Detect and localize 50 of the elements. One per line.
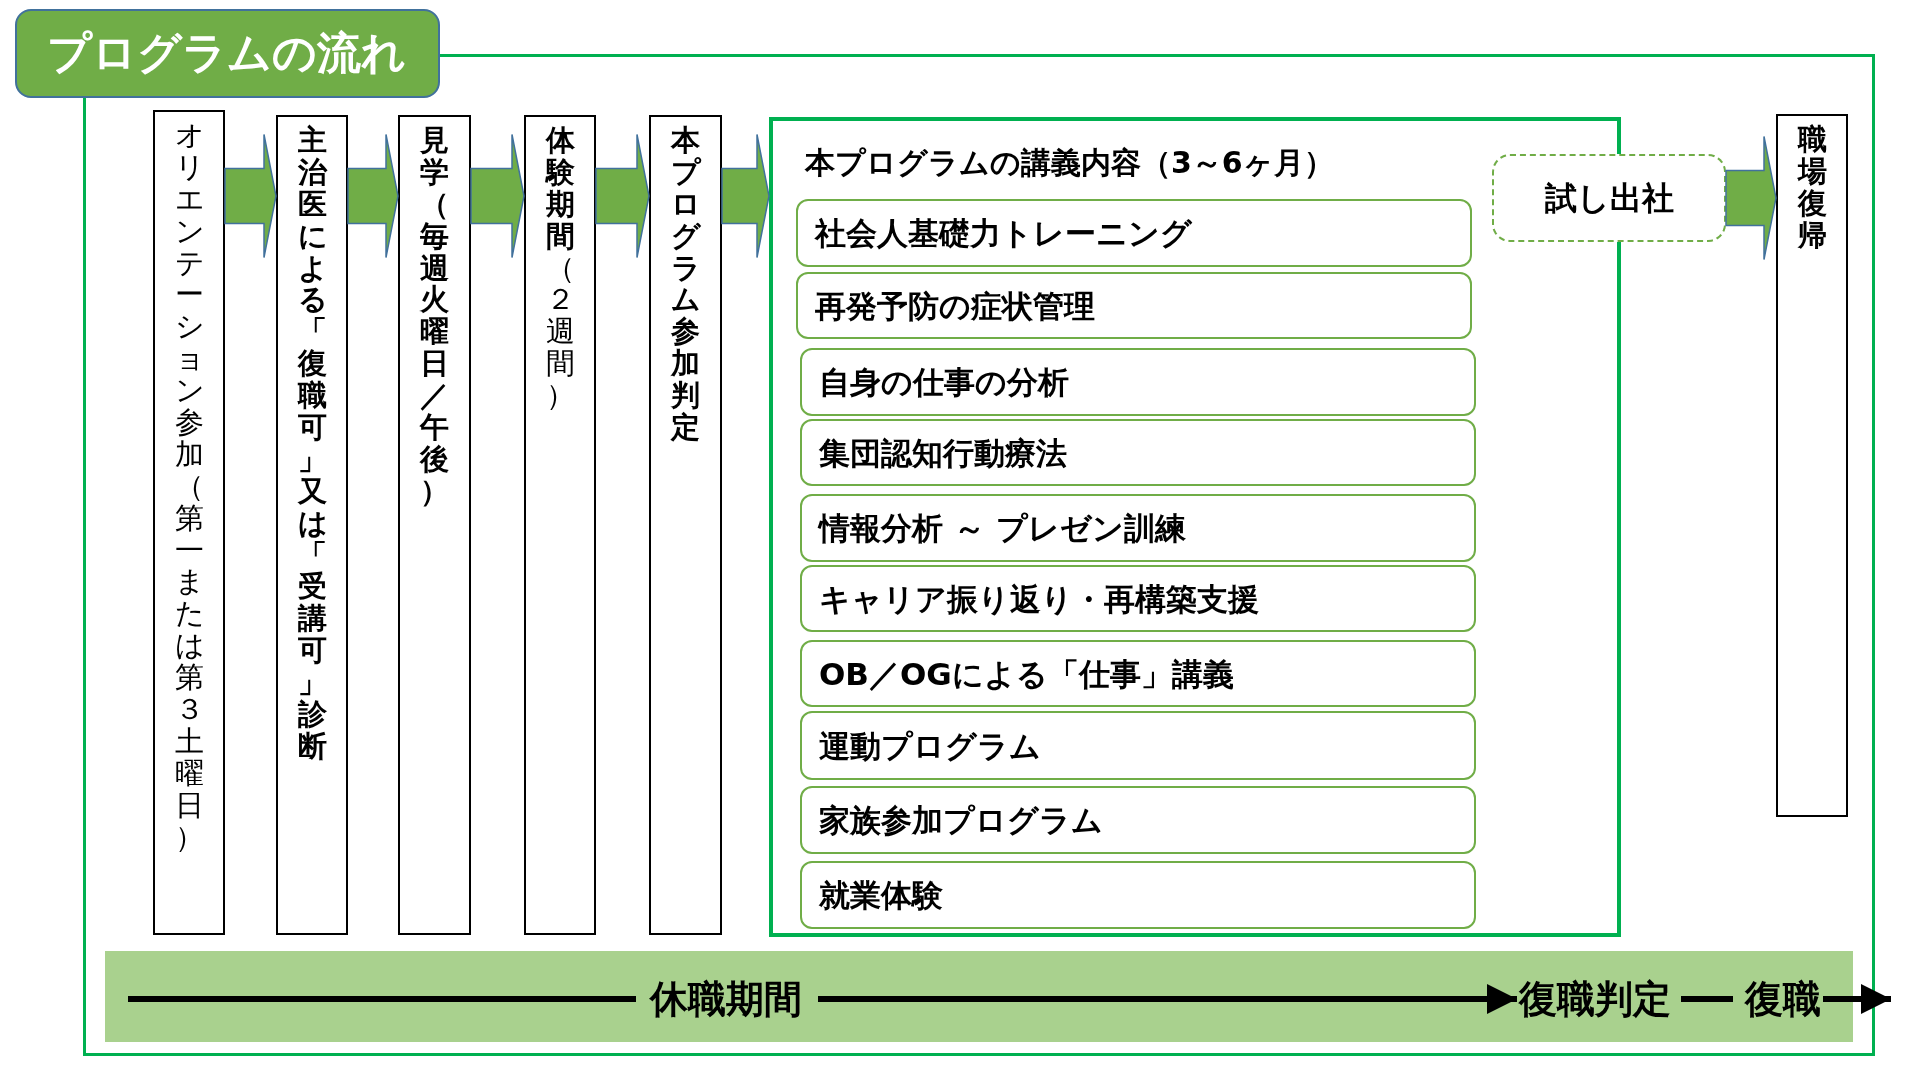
lecture-label: 就業体験: [819, 876, 943, 914]
lecture-label: 再発予防の症状管理: [815, 286, 1095, 325]
lecture-box: [800, 861, 1476, 929]
step-label: 体験期間（２週間）: [545, 125, 575, 412]
block-arrow: [470, 133, 525, 259]
lecture-box: [800, 640, 1476, 707]
lecture-label: 情報分析 ～ プレゼン訓練: [819, 509, 1186, 547]
step-label: 主治医による「復職可」又は「受講可」診断: [297, 125, 327, 763]
step-box: [524, 115, 596, 935]
block-arrow: [595, 133, 650, 259]
block-arrow: [1725, 135, 1777, 261]
block-arrow: [721, 133, 770, 259]
block-arrow: [347, 133, 399, 259]
step-box: [1776, 114, 1848, 817]
lecture-label: OB／OGによる「仕事」講義: [819, 654, 1234, 693]
lecture-box: [800, 711, 1476, 780]
step-box: [398, 115, 471, 935]
timeline-band: [105, 951, 1853, 1042]
lecture-label: 社会人基礎力トレーニング: [815, 214, 1192, 252]
trial-label: 試し出社: [1544, 179, 1674, 217]
lecture-label: 自身の仕事の分析: [819, 363, 1069, 401]
lecture-label: 運動プログラム: [819, 726, 1041, 765]
lecture-box: [796, 272, 1472, 339]
lecture-box: [800, 494, 1476, 562]
lecture-label: 集団認知行動療法: [819, 433, 1067, 472]
timeline-line: [128, 996, 636, 1002]
lecture-box: [800, 565, 1476, 632]
timeline-line: [1681, 996, 1733, 1002]
step-label: オリエンテーション参加（第一または第３土曜日）: [174, 120, 204, 854]
lecture-label: 家族参加プログラム: [819, 801, 1103, 839]
timeline-arrow: [818, 984, 1517, 1014]
step-label: 本プログラム参加判定: [671, 125, 700, 444]
step-box: [649, 115, 722, 935]
trial-box: [1492, 154, 1726, 242]
step-box: [153, 110, 225, 935]
panel-heading: 本プログラムの講義内容（3～6ヶ月）: [805, 145, 1334, 181]
timeline-label: 復職判定: [1519, 976, 1671, 1022]
timeline-arrow: [1823, 984, 1891, 1014]
lecture-box: [796, 199, 1472, 267]
lecture-box: [800, 419, 1476, 486]
timeline-label: 復職: [1745, 976, 1821, 1022]
block-arrow: [224, 133, 277, 259]
heading-tab: プログラムの流れ: [15, 9, 440, 98]
step-label: 職場復帰: [1797, 124, 1827, 252]
lecture-label: キャリア振り返り・再構築支援: [819, 579, 1259, 618]
timeline-label: 休職期間: [650, 976, 802, 1022]
lecture-box: [800, 786, 1476, 854]
lecture-box: [800, 348, 1476, 416]
step-label: 見学（毎週火曜日／午後）: [420, 125, 449, 508]
step-box: [276, 115, 348, 935]
